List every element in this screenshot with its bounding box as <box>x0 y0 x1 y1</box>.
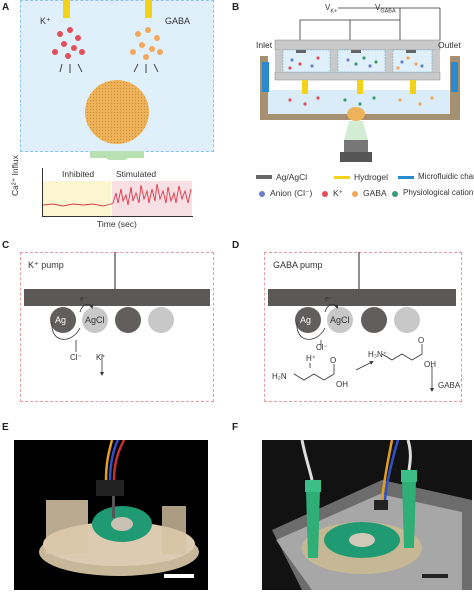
diffusion-arrows <box>59 63 159 73</box>
agagcl-legend-icon <box>256 175 272 179</box>
legend-anion: Anion (Cl⁻) <box>270 188 313 198</box>
panel-c-cl: Cl⁻ <box>70 353 82 362</box>
panel-d-oh-right: OH <box>424 360 436 369</box>
panel-f-photo <box>262 440 472 590</box>
panel-c-ag: Ag <box>55 315 67 325</box>
panel-label-d: D <box>232 240 240 251</box>
device-photo-e <box>39 440 199 578</box>
channel-legend-icon <box>398 176 414 179</box>
panel-c-electron: e⁻ <box>80 296 88 303</box>
panel-a-illustration <box>52 27 163 160</box>
legend: Ag/AgCl Hydrogel Microfluidic channel An… <box>256 172 474 202</box>
panel-d-title: GABA pump <box>273 260 323 270</box>
panel-label-f: F <box>232 422 239 433</box>
panel-a-gaba-source <box>145 0 152 18</box>
trace-frame <box>42 168 193 217</box>
k-ion-cluster <box>52 27 85 59</box>
panel-d-ag: Ag <box>300 315 312 325</box>
panel-a-k-source <box>63 0 70 18</box>
panel-c-agcl: AgCl <box>85 315 105 325</box>
panel-d-gaba: GABA <box>438 381 461 390</box>
vk-label: VK+ <box>325 3 338 15</box>
legend-gaba: GABA <box>363 188 387 198</box>
trace-xlabel: Time (sec) <box>97 219 137 229</box>
legend-agagcl: Ag/AgCl <box>276 172 308 182</box>
inhibited-label: Inhibited <box>62 169 95 179</box>
hydrogel-legend-icon <box>334 176 350 179</box>
panel-d-oh-left: OH <box>336 380 348 389</box>
panel-d-o-right: O <box>418 336 425 345</box>
gaba-cluster <box>130 27 163 60</box>
panel-d-h3n: H₃N⁺ <box>368 350 388 359</box>
device-photo-f <box>272 440 472 590</box>
legend-k: K⁺ <box>333 188 344 198</box>
legend-microfluidic: Microfluidic channel <box>418 172 474 181</box>
panel-d-electron: e⁻ <box>325 296 333 303</box>
panel-label-a: A <box>2 2 10 13</box>
panel-d-h: H⁺ <box>306 354 316 363</box>
panel-d-o-left: O <box>330 356 337 365</box>
k-legend-icon <box>322 191 328 197</box>
stimulated-label: Stimulated <box>116 169 157 179</box>
panel-b-device <box>260 7 460 162</box>
outlet-label: Outlet <box>438 40 461 50</box>
gaba-legend-icon <box>352 191 358 197</box>
panel-d-diagram <box>268 252 456 392</box>
legend-cation: Physiological cation <box>403 188 474 197</box>
vgaba-label: VGABA <box>375 3 396 15</box>
inhibited-region <box>43 181 111 216</box>
panel-e-photo <box>14 440 208 590</box>
readout-arrow <box>90 151 144 160</box>
panel-label-b: B <box>232 2 240 13</box>
panel-d-cl: Cl⁻ <box>316 343 328 352</box>
panel-label-c: C <box>2 240 10 251</box>
cation-legend-icon <box>392 191 398 197</box>
panel-d-h2n: H₂N <box>272 372 287 381</box>
anion-legend-icon <box>259 191 265 197</box>
calcium-trace <box>43 183 192 207</box>
panel-c-k: K⁺ <box>96 353 106 362</box>
panel-a-gaba-label: GABA <box>165 16 191 26</box>
panel-d-box <box>264 252 462 402</box>
panel-c-box <box>20 252 214 402</box>
panel-a-k-label: K⁺ <box>40 16 51 26</box>
legend-hydrogel: Hydrogel <box>354 172 389 182</box>
trace-ylabel: Ca²⁺ Influx <box>10 155 20 196</box>
panel-c-diagram <box>24 252 210 376</box>
inlet-label: Inlet <box>256 40 273 50</box>
panel-label-e: E <box>2 422 9 433</box>
panel-c-title: K⁺ pump <box>28 260 64 270</box>
panel-d-agcl: AgCl <box>330 315 350 325</box>
